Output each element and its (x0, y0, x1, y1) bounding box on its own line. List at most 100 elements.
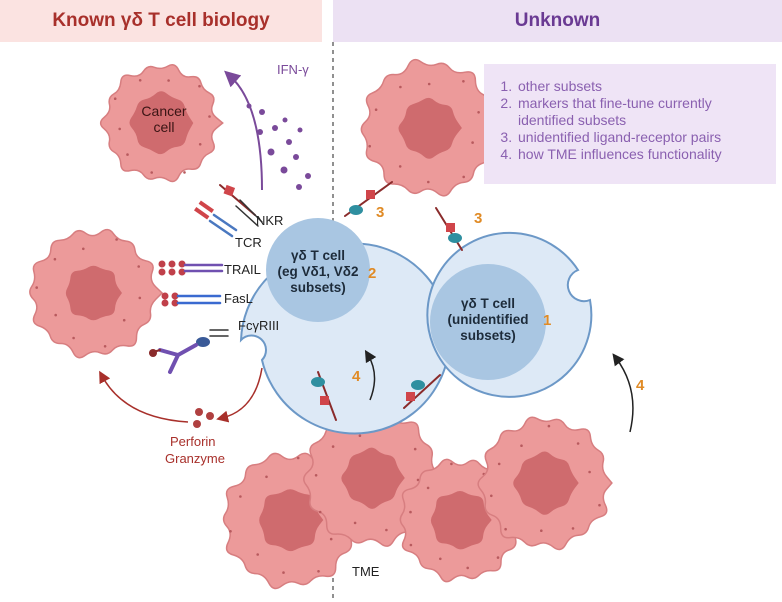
cancer-cell-mid-left-granule (137, 265, 140, 268)
cancer-cell-top-right-granule (399, 85, 402, 89)
cancer-cell-top-right-granule (427, 82, 431, 86)
cancer-cell-mid-left-nucleus (65, 265, 122, 321)
fcgr-label: FcγRIII (238, 318, 280, 333)
cancer-cell-bottom-3-nucleus (430, 491, 492, 550)
cancer-cell-top-right-granule (462, 175, 466, 179)
unknowns-item-1: other subsets (516, 78, 766, 95)
unknown-tcell-line2: (unidentified (447, 312, 529, 327)
cancer-cell-bottom-3-granule (409, 510, 412, 514)
cancer-cell-label: Cancer cell (134, 103, 194, 135)
cancer-cell-top-left-granule (198, 84, 201, 88)
cancer-cell-bottom-4-nucleus (513, 451, 579, 515)
cancer-cell-bottom-4 (477, 416, 613, 551)
unknowns-list: other subsets markers that fine-tune cur… (490, 78, 766, 163)
cancer-cell-top-left-granule (198, 143, 202, 146)
cancer-cell-bottom-1-granule (296, 456, 300, 460)
cancer-cell-top-right-granule (477, 111, 480, 114)
cancer-cell-bottom-1-granule (256, 553, 260, 556)
ifn-arrow (224, 70, 263, 191)
cancer-cell-bottom-4-granule (598, 503, 601, 507)
unknown-tcell-nucleus (430, 264, 546, 380)
cancer-cell-top-right-nucleus (398, 97, 462, 159)
cancer-cell-bottom-4-granule (540, 529, 543, 532)
cancer-cell-top-right-granule (471, 141, 474, 144)
cancer-cell-bottom-2-granule (385, 528, 388, 532)
cancer-cell-bottom-4-granule (520, 444, 523, 448)
cancer-cell-mid-left-granule (53, 257, 57, 261)
cancer-cell-top-left-granule (138, 79, 142, 82)
perforin-arrow-left (99, 370, 189, 423)
unknowns-item-4: how TME influences functionality (516, 146, 766, 163)
cancer-cell-top-left (99, 64, 224, 183)
cancer-cell-bottom-1-granule (229, 530, 232, 533)
cancer-cell-top-left-granule (183, 171, 186, 174)
cancer-cell-bottom-2-granule (331, 445, 335, 448)
cancer-cell-top-right-granule (374, 108, 378, 111)
cancer-cell-top-right-granule (462, 80, 465, 83)
number-1: 1 (543, 312, 552, 329)
cancer-cell-bottom-4-granule (576, 442, 580, 445)
cancer-cell-bottom-1-granule (282, 571, 285, 574)
number-4-right: 4 (636, 377, 645, 394)
cancer-cell-bottom-3-granule (450, 462, 453, 466)
granzyme-label: Granzyme (165, 451, 225, 466)
trail-label: TRAIL (224, 262, 261, 277)
tcr-label: TCR (235, 235, 262, 250)
cancer-cell-top-left-granule (113, 97, 117, 100)
cancer-cell-bottom-2-granule (416, 478, 420, 482)
unknown-tcell-label: γδ T cell (unidentified subsets) (433, 296, 543, 344)
cancer-cell-top-left-granule (208, 115, 211, 118)
cancer-cell-mid-left (29, 228, 164, 359)
cancer-cell-bottom-1-nucleus (259, 489, 324, 552)
cancer-cell-mid-left-granule (122, 318, 126, 322)
cancer-cell-top-left-granule (167, 79, 170, 82)
cancer-cell-top-right-granule (398, 165, 402, 168)
cancer-cell-top-left-granule (150, 171, 153, 174)
cancer-cell-top-right-granule (427, 180, 430, 184)
cancer-cell-bottom-1-granule (239, 495, 242, 498)
cancer-cell-bottom-2-granule (358, 434, 362, 438)
tme-arrow-right (612, 353, 634, 433)
cancer-cell-mid-left-granule (138, 296, 142, 300)
header-unknown-text: Unknown (514, 10, 601, 31)
cancer-cell-bottom-1-granule (317, 570, 320, 573)
known-tcell-nucleus (266, 218, 370, 322)
cancer-cell-bottom-3-granule (426, 486, 430, 490)
tme-arrow-left (364, 349, 377, 401)
cancer-cell-mid-left-granule (115, 238, 118, 241)
cancer-cell-bottom-4-granule (490, 494, 493, 498)
nkr-label: NKR (256, 213, 284, 228)
header-unknown: Unknown (333, 0, 782, 42)
cancer-cell-bottom-2-granule (413, 447, 417, 451)
number-4-left: 4 (352, 368, 361, 385)
cancer-cell-bottom-4-granule (571, 527, 575, 530)
cancer-cell-mid-left-granule (35, 286, 38, 289)
unknown-tcell-line1: γδ T cell (461, 296, 515, 311)
unknown-tcell-line3: subsets) (460, 328, 516, 343)
fasl-label: FasL (224, 291, 253, 306)
cancer-cell-line2: cell (153, 119, 175, 135)
cancer-cell-bottom-4-granule (547, 424, 551, 428)
unknowns-item-2: markers that fine-tune currently identif… (516, 95, 766, 129)
number-3-left: 3 (376, 204, 385, 221)
known-tcell-line3: subsets) (290, 280, 346, 295)
cancer-cell-top-left-granule (118, 127, 121, 131)
cancer-cell-bottom-2-nucleus (341, 447, 405, 509)
cancer-cell-bottom-2-granule (314, 474, 318, 477)
cancer-cell-mid-left-granule (82, 247, 85, 251)
number-3-right: 3 (474, 210, 483, 227)
cancer-cell-mid-left-granule (54, 313, 57, 317)
cancer-cell-bottom-4-granule (504, 527, 507, 531)
known-tcell-line2: (eg Vδ1, Vδ2 (277, 264, 359, 279)
cancer-cell-top-left-granule (126, 153, 129, 156)
known-tcell-line1: γδ T cell (291, 248, 345, 263)
tme-label: TME (352, 564, 380, 579)
cancer-cell-bottom-3-granule (496, 556, 500, 559)
cancer-cell-bottom-2-granule (353, 521, 357, 525)
cancer-cell-mid-left-granule (103, 345, 107, 348)
cancer-cell-bottom-1-granule (329, 537, 333, 541)
cancer-cell-bottom-4-granule (497, 462, 501, 466)
receptor-ligand-pairs (149, 181, 463, 421)
